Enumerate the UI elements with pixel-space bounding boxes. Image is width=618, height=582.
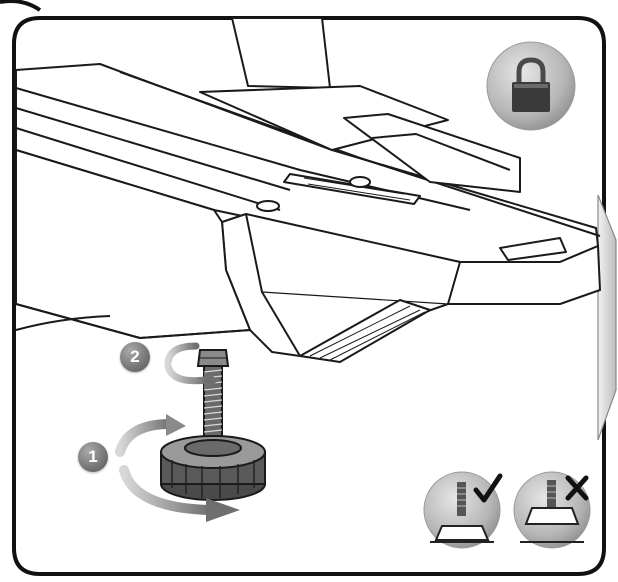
desk-frame-illustration (15, 17, 601, 363)
step-2-badge: 2 (120, 342, 150, 372)
foot-incorrect-icon (513, 471, 591, 549)
foot-correct-icon (423, 471, 503, 549)
frame-border (12, 16, 606, 576)
padlock-icon (486, 41, 576, 131)
step-1-badge: 1 (78, 442, 108, 472)
checkmark-icon (473, 473, 503, 503)
next-page-arrow[interactable] (597, 194, 617, 441)
corner-circle-fragment (0, 0, 42, 12)
rotate-nut-arrow (164, 342, 220, 390)
leveling-knob (160, 435, 266, 501)
rotate-knob-arrow (115, 414, 240, 522)
cross-mark-icon (565, 475, 589, 501)
leveling-foot (160, 349, 266, 501)
